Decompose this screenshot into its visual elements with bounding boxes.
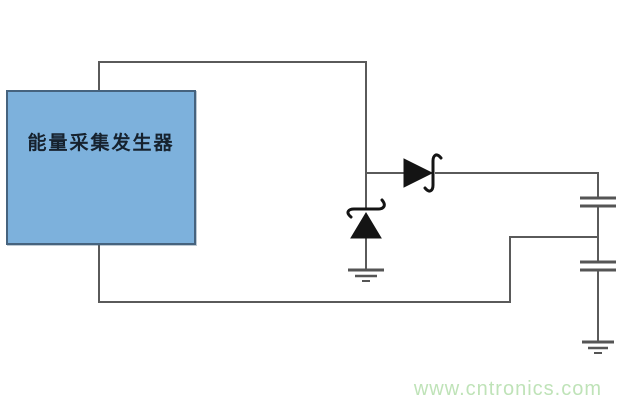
energy-harvesting-generator-block: 能量采集发生器 [6, 90, 196, 245]
schottky-cathode-bar [346, 198, 386, 219]
wire-top-loop [98, 61, 367, 208]
watermark-text: www.cntronics.com [413, 378, 602, 400]
ground-right-icon [582, 340, 614, 354]
capacitor-bottom-icon [580, 260, 616, 272]
wire-set [98, 61, 599, 341]
schottky-cathode-bar [423, 153, 443, 193]
series-schottky-diode-icon [403, 153, 443, 193]
diode-triangle [350, 212, 382, 239]
wire-midpoint-return [98, 236, 598, 303]
diode-triangle [403, 158, 434, 188]
generator-label: 能量采集发生器 [27, 133, 175, 154]
shunt-schottky-diode-icon [346, 198, 386, 239]
ground-left-icon [348, 268, 384, 282]
capacitor-top-icon [580, 196, 616, 208]
wire-diode-to-cap1 [435, 172, 599, 197]
